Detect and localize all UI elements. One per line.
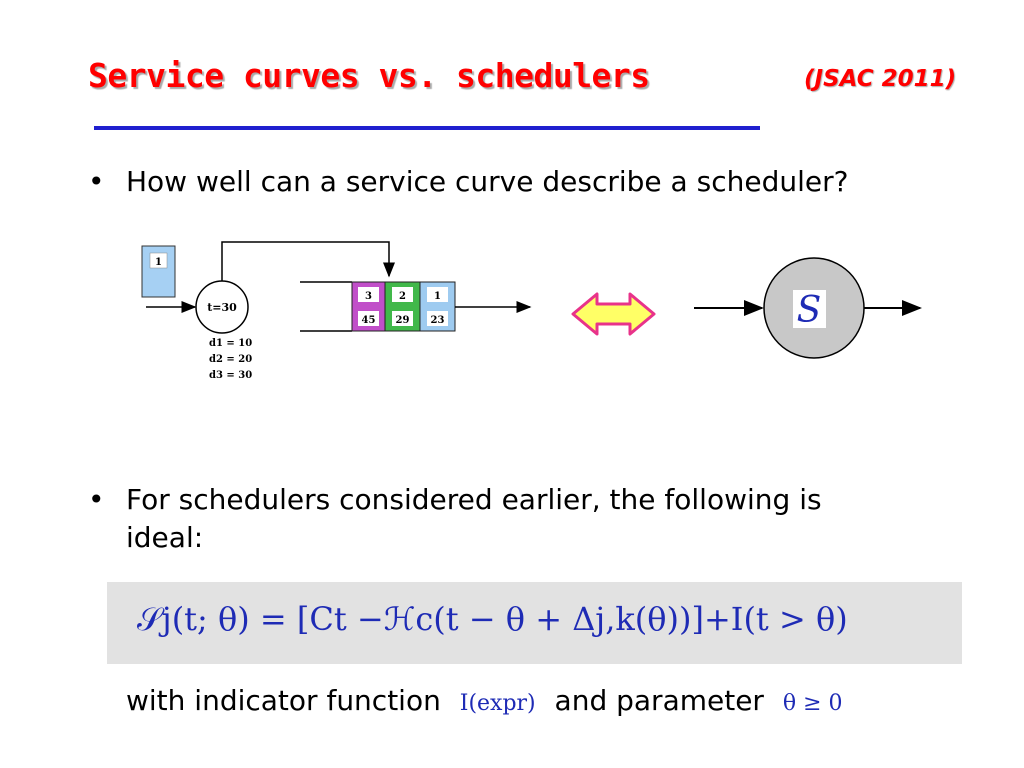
title-underline <box>94 126 760 130</box>
queue-cell-3-top-box <box>427 287 448 302</box>
parameter-expr: θ ≥ 0 <box>782 691 843 716</box>
server-symbol-box <box>793 290 826 328</box>
deadline-1: d1 = 10 <box>209 338 252 349</box>
service-curve-formula: 𝒮j(t; θ) = [Ct −ℋc(t − θ + Δj,k(θ))]+I(t… <box>137 600 848 639</box>
queue-cell-3-top: 1 <box>434 291 441 302</box>
queue-cell-2-bottom: 29 <box>396 315 410 326</box>
deadline-2: d2 = 20 <box>209 354 252 365</box>
indicator-text-before: with indicator function <box>126 684 441 717</box>
clock-label: t=30 <box>207 301 237 314</box>
formula-box <box>107 582 962 664</box>
server-symbol: S <box>797 290 822 331</box>
incoming-packet-label: 1 <box>155 257 162 268</box>
formula-lhs: 𝒮j(t; θ) <box>137 600 250 638</box>
queue-cell-2-bottom-box <box>392 311 413 326</box>
queue-cell-3-bottom-box <box>427 311 448 326</box>
equivalence-double-arrow <box>571 292 656 336</box>
queue-cell-1-bottom-box <box>358 311 379 326</box>
indicator-text-middle: and parameter <box>554 684 764 717</box>
scheduler-diagram: 1 t=30 d1 = 10 d2 = 20 d3 = 30 3 45 2 29… <box>141 241 922 381</box>
indicator-expr: I(expr) <box>459 691 536 716</box>
bullet-marker-1: • <box>88 165 105 198</box>
indicator-line: with indicator function I(expr) and para… <box>126 684 853 717</box>
queue-cell-1-bottom: 45 <box>362 315 376 326</box>
formula-rhs: = [Ct −ℋc(t − θ + Δj,k(θ))]+I(t > θ) <box>259 600 848 638</box>
deadline-3: d3 = 30 <box>209 370 252 381</box>
queue-cell-1-top: 3 <box>365 291 372 302</box>
queue-cell-1-top-box <box>358 287 379 302</box>
slide-subtitle: (JSAC 2011) <box>804 66 957 92</box>
bullet-2-line-2: ideal: <box>126 521 204 554</box>
bullet-marker-2: • <box>88 483 105 516</box>
bullet-2-line-1: For schedulers considered earlier, the f… <box>126 483 822 516</box>
queue-cell-2-top: 2 <box>399 291 406 302</box>
queue-cell-2-top-box <box>392 287 413 302</box>
slide-title: Service curves vs. schedulers <box>88 56 650 95</box>
incoming-packet-label-box <box>149 252 168 269</box>
insert-path-arrow <box>221 241 395 281</box>
queue-cell-3-bottom: 23 <box>431 315 445 326</box>
bullet-1-text: How well can a service curve describe a … <box>126 165 849 198</box>
